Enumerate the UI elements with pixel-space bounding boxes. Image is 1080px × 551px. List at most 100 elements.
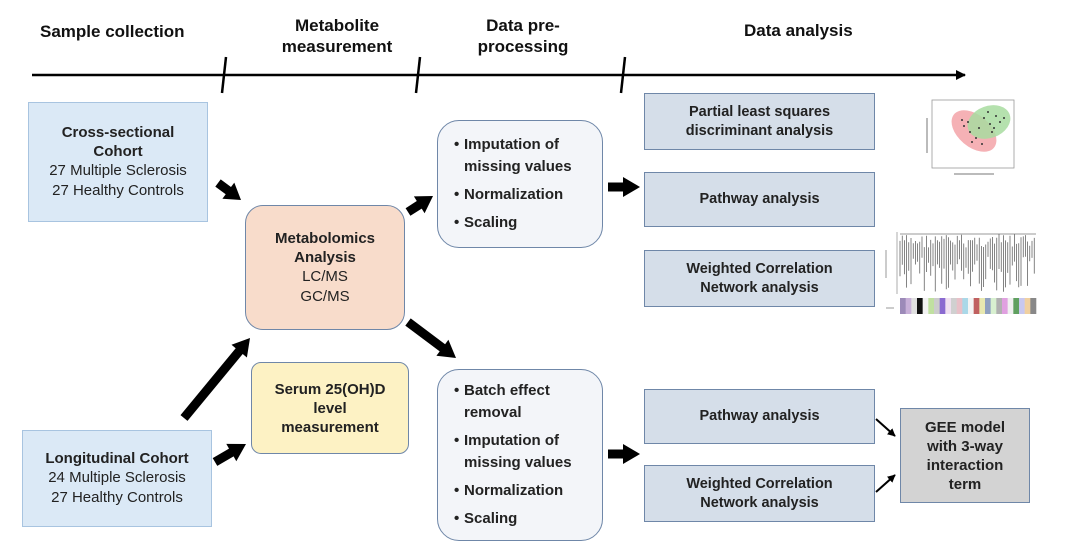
analysis-label: discriminant analysis bbox=[685, 122, 834, 139]
method-gcms: GC/MS bbox=[300, 287, 350, 305]
bullet: • bbox=[454, 136, 460, 153]
preprocess-step: • Batch effect removal bbox=[454, 380, 550, 424]
module-color-segment bbox=[968, 298, 974, 314]
cohort-title: Cohort bbox=[93, 143, 143, 160]
cohort-title: Longitudinal Cohort bbox=[45, 450, 189, 467]
step-label: Scaling bbox=[464, 214, 518, 231]
module-color-segment bbox=[979, 298, 986, 314]
module-color-segment bbox=[905, 298, 912, 314]
gee-label: term bbox=[948, 475, 982, 493]
stage-label-line: processing bbox=[477, 37, 569, 56]
step-label: missing values bbox=[464, 454, 572, 471]
preprocess-step: • Scaling bbox=[454, 508, 517, 530]
module-color-segment bbox=[911, 298, 918, 314]
cohort-title: Cross-sectional bbox=[61, 124, 175, 141]
stage-label-line: measurement bbox=[281, 37, 393, 56]
module-color-segment bbox=[973, 298, 980, 314]
stage-label-line: Data pre- bbox=[486, 16, 560, 35]
module-color-segment bbox=[1024, 298, 1031, 314]
module-color-segment bbox=[996, 298, 1003, 314]
module-color-segment bbox=[928, 298, 935, 314]
dendrogram-branches bbox=[899, 233, 1036, 292]
analysis-label: Partial least squares bbox=[688, 103, 831, 120]
cohort-count-ms: 27 Multiple Sclerosis bbox=[49, 162, 187, 179]
timeline-tick bbox=[619, 56, 627, 94]
stage-label-line: Metabolite bbox=[294, 16, 380, 35]
module-color-segment bbox=[1030, 298, 1037, 314]
module-color-segment bbox=[962, 298, 969, 314]
bullet: • bbox=[454, 482, 460, 499]
bullet: • bbox=[454, 432, 460, 449]
metabolomics-title: Analysis bbox=[294, 248, 356, 266]
step-label: Normalization bbox=[464, 186, 564, 203]
module-color-segment bbox=[922, 298, 929, 314]
analysis-label: Pathway analysis bbox=[699, 408, 820, 424]
longitudinal-to-metabolomics-arrow bbox=[180, 338, 250, 421]
plsda-plot-thumbnail bbox=[924, 98, 1016, 180]
analysis-label: Network analysis bbox=[700, 279, 819, 296]
preprocess-step: • Normalization bbox=[454, 184, 563, 206]
bullet: • bbox=[454, 510, 460, 527]
preprocessing-top-box: • Imputation of missing values • Normaliz… bbox=[437, 120, 603, 248]
step-label: Scaling bbox=[464, 510, 518, 527]
metabolomics-analysis-box: Metabolomics Analysis LC/MS GC/MS bbox=[245, 205, 405, 330]
preprocessing-bottom-box: • Batch effect removal • Imputation of mis… bbox=[437, 369, 603, 541]
module-color-segment bbox=[945, 298, 952, 314]
scatter-points bbox=[961, 111, 1005, 145]
analysis-label: Network analysis bbox=[700, 494, 819, 511]
wgcna-dendrogram-thumbnail bbox=[884, 228, 1040, 316]
preprocess-step: • Imputation of missing values bbox=[454, 134, 572, 178]
preprocess-top-to-analysis-arrow bbox=[608, 177, 640, 197]
preprocess-bottom-to-analysis-arrow bbox=[608, 444, 640, 464]
longitudinal-cohort-box: Longitudinal Cohort 24 Multiple Sclerosi… bbox=[22, 430, 212, 527]
metabolomics-to-preprocess-bottom-arrow bbox=[405, 318, 456, 358]
gee-model-box: GEE model with 3-way interaction term bbox=[900, 408, 1030, 503]
module-color-segment bbox=[956, 298, 963, 314]
timeline bbox=[32, 56, 966, 94]
analysis-label: Weighted Correlation bbox=[686, 475, 833, 492]
step-label: missing values bbox=[464, 158, 572, 175]
metabolomics-title: Metabolomics bbox=[274, 229, 376, 247]
module-color-segment bbox=[917, 298, 923, 314]
module-color-segment bbox=[1002, 298, 1008, 314]
wgcna-bottom-box: Weighted Correlation Network analysis bbox=[644, 465, 875, 522]
module-color-bar bbox=[900, 298, 1037, 314]
preprocess-step: • Normalization bbox=[454, 480, 563, 502]
plsda-plot-figure bbox=[926, 99, 1015, 175]
module-color-segment bbox=[1007, 298, 1014, 314]
method-lcms: LC/MS bbox=[302, 267, 348, 285]
step-label: Batch effect bbox=[464, 382, 550, 399]
gee-label: with 3-way bbox=[927, 437, 1003, 455]
stage-sample-collection: Sample collection bbox=[40, 22, 185, 41]
metabolomics-to-preprocess-top-arrow bbox=[405, 196, 433, 216]
serum-title: measurement bbox=[281, 418, 379, 436]
stage-data-preprocessing: Data pre- processing bbox=[448, 15, 598, 57]
wgcna-dendrogram-figure bbox=[885, 232, 1037, 314]
cohort-to-metabolomics-arrow bbox=[215, 179, 241, 200]
module-color-segment bbox=[1013, 298, 1020, 314]
bullet: • bbox=[454, 186, 460, 203]
pathway-analysis-top-box: Pathway analysis bbox=[644, 172, 875, 227]
module-color-segment bbox=[900, 298, 906, 314]
gee-label: interaction bbox=[926, 456, 1004, 474]
module-color-segment bbox=[934, 298, 940, 314]
serum-vitd-box: Serum 25(OH)D level measurement bbox=[251, 362, 409, 454]
bullet: • bbox=[454, 382, 460, 399]
cohort-count-hc: 27 Healthy Controls bbox=[52, 182, 184, 199]
stage-metabolite-measurement: Metabolite measurement bbox=[262, 15, 412, 57]
module-color-segment bbox=[990, 298, 997, 314]
step-label: Normalization bbox=[464, 482, 564, 499]
module-color-segment bbox=[939, 298, 946, 314]
analysis-label: Pathway analysis bbox=[699, 191, 820, 207]
cohort-count-hc: 27 Healthy Controls bbox=[51, 489, 183, 506]
pathway-to-gee-arrow bbox=[875, 418, 896, 437]
plsda-box: Partial least squares discriminant analy… bbox=[644, 93, 875, 150]
step-label: Imputation of bbox=[464, 432, 559, 449]
module-color-segment bbox=[1019, 298, 1025, 314]
module-color-segment bbox=[985, 298, 991, 314]
cohort-count-ms: 24 Multiple Sclerosis bbox=[48, 469, 186, 486]
step-label: Imputation of bbox=[464, 136, 559, 153]
step-label: removal bbox=[464, 404, 522, 421]
serum-title: level bbox=[313, 399, 347, 417]
